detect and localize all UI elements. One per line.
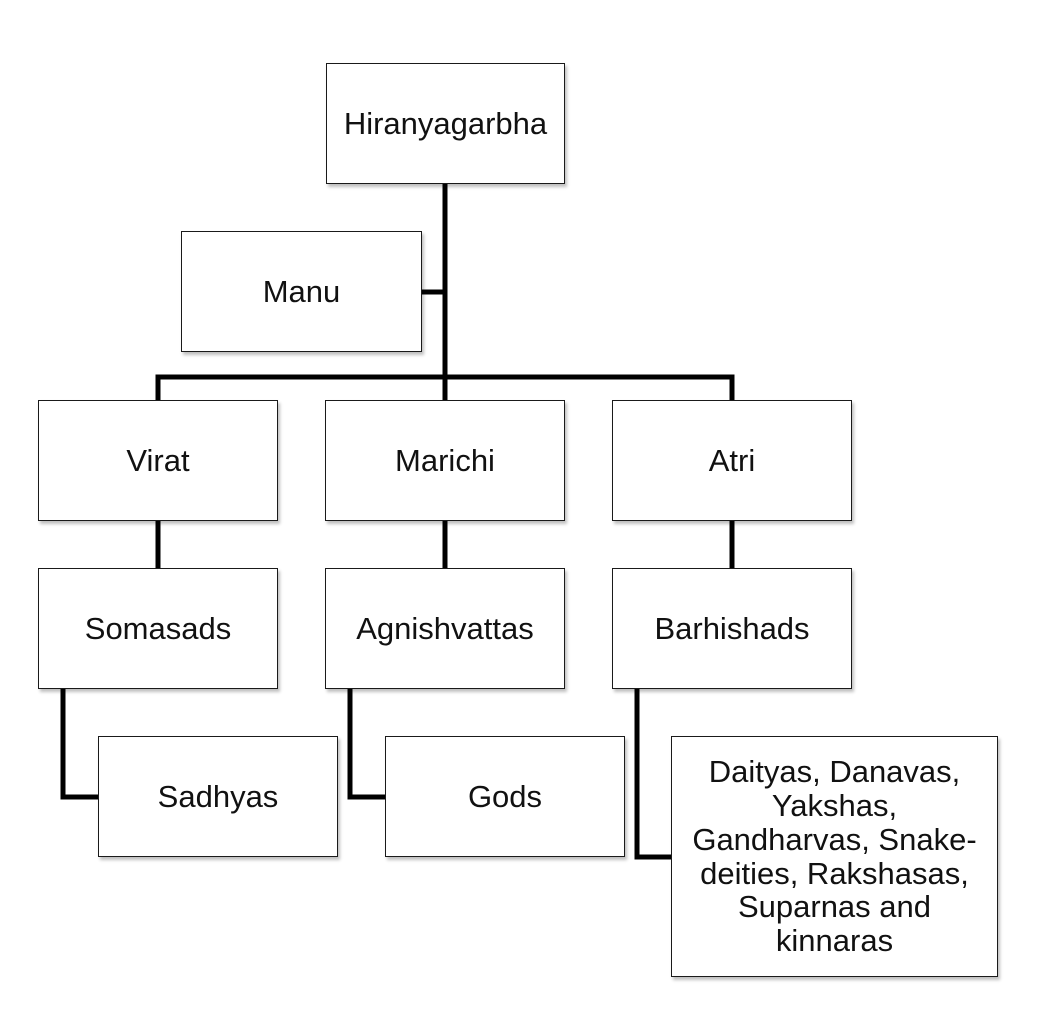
node-barhishads: Barhishads: [612, 568, 852, 689]
node-label: Marichi: [395, 442, 495, 478]
node-atri: Atri: [612, 400, 852, 521]
connector-level1-bar: [155, 374, 735, 400]
node-agnishvattas: Agnishvattas: [325, 568, 565, 689]
node-gods: Gods: [385, 736, 625, 857]
node-hiranyagarbha: Hiranyagarbha: [326, 63, 565, 184]
node-label: Gods: [467, 778, 543, 814]
node-daityas-group: Daityas, Danavas, Yakshas, Gandharvas, S…: [671, 736, 998, 977]
connector-somasads-sadhyas: [60, 688, 98, 800]
node-label: Atri: [708, 442, 756, 478]
node-label: Virat: [126, 442, 190, 478]
node-label: Barhishads: [654, 610, 810, 646]
node-marichi: Marichi: [325, 400, 565, 521]
node-virat: Virat: [38, 400, 278, 521]
connector-barhishads-daityas: [634, 688, 671, 860]
connector-agnishvattas-gods: [347, 688, 385, 800]
node-label: Daityas, Danavas, Yakshas, Gandharvas, S…: [692, 754, 977, 959]
node-label: Somasads: [84, 610, 232, 646]
node-sadhyas: Sadhyas: [98, 736, 338, 857]
node-label: Agnishvattas: [356, 610, 534, 646]
node-manu: Manu: [181, 231, 422, 352]
node-somasads: Somasads: [38, 568, 278, 689]
node-label: Sadhyas: [157, 778, 279, 814]
node-label: Hiranyagarbha: [343, 105, 548, 141]
node-label: Manu: [262, 273, 341, 309]
